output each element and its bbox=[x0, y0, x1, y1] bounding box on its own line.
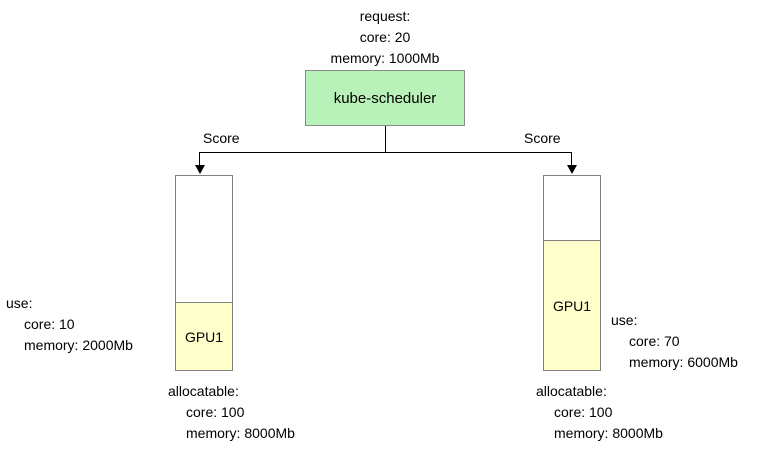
kube-scheduler-box[interactable]: kube-scheduler bbox=[305, 70, 465, 126]
node-right-gpu-label: GPU1 bbox=[552, 297, 592, 314]
node-right-usage-header: use: bbox=[611, 312, 638, 328]
node-left-usage-core: core: 10 bbox=[24, 316, 75, 332]
node-right-usage-core: core: 70 bbox=[629, 333, 680, 349]
node-left-allocatable-header: allocatable: bbox=[168, 383, 239, 399]
node-right-allocatable-header: allocatable: bbox=[536, 383, 607, 399]
node-bar-right[interactable]: GPU1 bbox=[543, 175, 601, 371]
left-score-label: Score bbox=[203, 130, 240, 146]
request-core: core: 20 bbox=[359, 29, 411, 45]
node-left-usage-memory: memory: 2000Mb bbox=[24, 337, 133, 353]
node-left-usage-header: use: bbox=[6, 295, 33, 311]
node-left-allocatable-annotation: allocatable: core: 100 memory: 8000Mb bbox=[168, 381, 295, 444]
left-branch-line bbox=[199, 152, 200, 167]
node-right-allocatable-memory: memory: 8000Mb bbox=[554, 425, 663, 441]
node-right-allocatable-annotation: allocatable: core: 100 memory: 8000Mb bbox=[536, 381, 663, 444]
scheduler-stem-line bbox=[385, 126, 386, 152]
node-bar-left[interactable]: GPU1 bbox=[175, 175, 233, 371]
node-right-used-fill: GPU1 bbox=[544, 240, 600, 370]
left-branch-arrow-icon bbox=[195, 165, 205, 174]
right-score-label: Score bbox=[524, 130, 561, 146]
node-right-usage-annotation: use: core: 70 memory: 6000Mb bbox=[611, 310, 738, 373]
request-annotation: request: core: 20 memory: 1000Mb bbox=[250, 6, 520, 69]
node-left-allocatable-core: core: 100 bbox=[186, 404, 245, 420]
right-branch-arrow-icon bbox=[567, 165, 577, 174]
node-left-used-fill: GPU1 bbox=[176, 302, 232, 370]
right-branch-line bbox=[571, 152, 572, 167]
node-right-allocatable-core: core: 100 bbox=[554, 404, 613, 420]
distribution-bar-line bbox=[199, 152, 572, 153]
node-left-usage-annotation: use: core: 10 memory: 2000Mb bbox=[6, 293, 133, 356]
request-header: request: bbox=[359, 8, 411, 24]
request-memory: memory: 1000Mb bbox=[330, 50, 440, 66]
node-right-usage-memory: memory: 6000Mb bbox=[629, 354, 738, 370]
kube-scheduler-label: kube-scheduler bbox=[333, 89, 437, 107]
node-left-gpu-label: GPU1 bbox=[184, 328, 224, 345]
node-left-allocatable-memory: memory: 8000Mb bbox=[186, 425, 295, 441]
